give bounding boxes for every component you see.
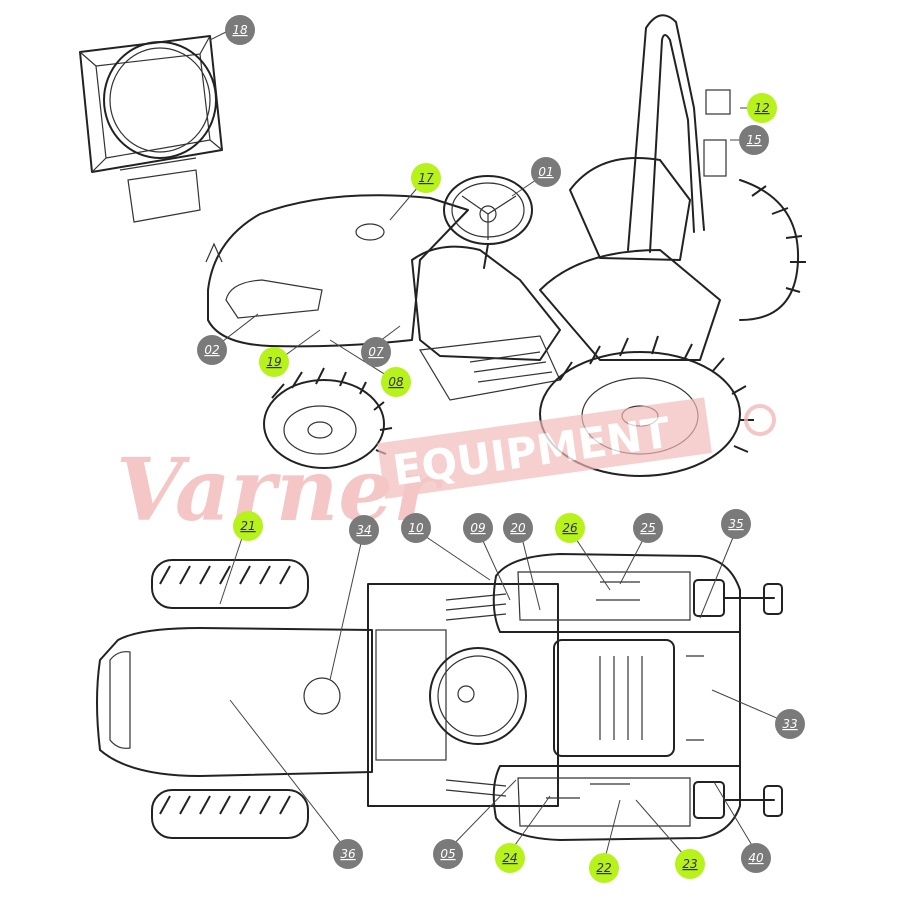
callout-number: 26 bbox=[562, 521, 578, 535]
callout-number: 22 bbox=[596, 861, 611, 875]
callout-01: 01 bbox=[531, 157, 561, 187]
callout-circle bbox=[361, 337, 391, 367]
callout-circle bbox=[233, 511, 263, 541]
callout-number: 21 bbox=[240, 519, 255, 533]
callout-circle bbox=[721, 509, 751, 539]
callout-number: 10 bbox=[408, 521, 424, 535]
callout-number: 25 bbox=[640, 521, 655, 535]
callout-circle bbox=[349, 515, 379, 545]
callout-circle bbox=[775, 709, 805, 739]
callout-05: 05 bbox=[433, 839, 463, 869]
callout-circle bbox=[747, 93, 777, 123]
callout-number: 34 bbox=[356, 523, 371, 537]
callout-number: 02 bbox=[204, 343, 219, 357]
callout-number: 05 bbox=[440, 847, 455, 861]
callout-number: 12 bbox=[754, 101, 769, 115]
callout-35: 35 bbox=[721, 509, 751, 539]
callout-circle bbox=[555, 513, 585, 543]
callout-number: 35 bbox=[728, 517, 743, 531]
callout-40: 40 bbox=[741, 843, 771, 873]
callout-number: 20 bbox=[510, 521, 526, 535]
callout-19: 19 bbox=[259, 347, 289, 377]
callout-number: 01 bbox=[538, 165, 553, 179]
callout-21: 21 bbox=[233, 511, 263, 541]
callout-number: 08 bbox=[388, 375, 404, 389]
callout-number: 09 bbox=[470, 521, 485, 535]
callout-circle bbox=[531, 157, 561, 187]
callout-26: 26 bbox=[555, 513, 585, 543]
tractor-top-view-drawing bbox=[96, 553, 783, 841]
callout-number: 33 bbox=[782, 717, 797, 731]
callout-circle bbox=[411, 163, 441, 193]
callout-number: 07 bbox=[368, 345, 384, 359]
callout-circle bbox=[197, 335, 227, 365]
callout-18: 18 bbox=[225, 15, 255, 45]
callout-circle bbox=[225, 15, 255, 45]
tractor-side-view-drawing bbox=[205, 14, 806, 477]
callout-circle bbox=[589, 853, 619, 883]
callout-circle bbox=[433, 839, 463, 869]
watermark-wheel-icon bbox=[744, 404, 776, 436]
callout-08: 08 bbox=[381, 367, 411, 397]
callout-number: 15 bbox=[746, 133, 761, 147]
callout-36: 36 bbox=[333, 839, 363, 869]
callout-circle bbox=[495, 843, 525, 873]
watermark: Varner EQUIPMENT bbox=[116, 397, 776, 541]
callout-34: 34 bbox=[349, 515, 379, 545]
watermark-block: EQUIPMENT bbox=[390, 408, 674, 495]
callout-07: 07 bbox=[361, 337, 391, 367]
callout-09: 09 bbox=[463, 513, 493, 543]
callout-15: 15 bbox=[739, 125, 769, 155]
callout-circle bbox=[259, 347, 289, 377]
callout-circle bbox=[739, 125, 769, 155]
fan-shroud-drawing bbox=[79, 35, 223, 223]
callout-10: 10 bbox=[401, 513, 431, 543]
callout-circle bbox=[401, 513, 431, 543]
watermark-banner bbox=[377, 397, 712, 499]
callout-number: 18 bbox=[232, 23, 248, 37]
callout-24: 24 bbox=[495, 843, 525, 873]
callout-circle bbox=[463, 513, 493, 543]
callout-number: 23 bbox=[682, 857, 697, 871]
callout-23: 23 bbox=[675, 849, 705, 879]
callout-number: 40 bbox=[748, 851, 764, 865]
callout-25: 25 bbox=[633, 513, 663, 543]
callout-number: 17 bbox=[418, 171, 434, 185]
callout-20: 20 bbox=[503, 513, 533, 543]
callout-12: 12 bbox=[747, 93, 777, 123]
callout-circle bbox=[333, 839, 363, 869]
callout-33: 33 bbox=[775, 709, 805, 739]
callout-circle bbox=[381, 367, 411, 397]
callout-circle bbox=[675, 849, 705, 879]
callout-circle bbox=[741, 843, 771, 873]
callout-circle bbox=[633, 513, 663, 543]
callout-number: 24 bbox=[502, 851, 517, 865]
callout-02: 02 bbox=[197, 335, 227, 365]
callout-circle bbox=[503, 513, 533, 543]
callout-markers: 18 12 15 17 01 02 19 07 08 21 34 10 09 20 26 25 35 33 36 05… bbox=[197, 15, 805, 883]
callout-17: 17 bbox=[411, 163, 441, 193]
callout-number: 36 bbox=[340, 847, 356, 861]
callout-22: 22 bbox=[589, 853, 619, 883]
callout-number: 19 bbox=[266, 355, 281, 369]
